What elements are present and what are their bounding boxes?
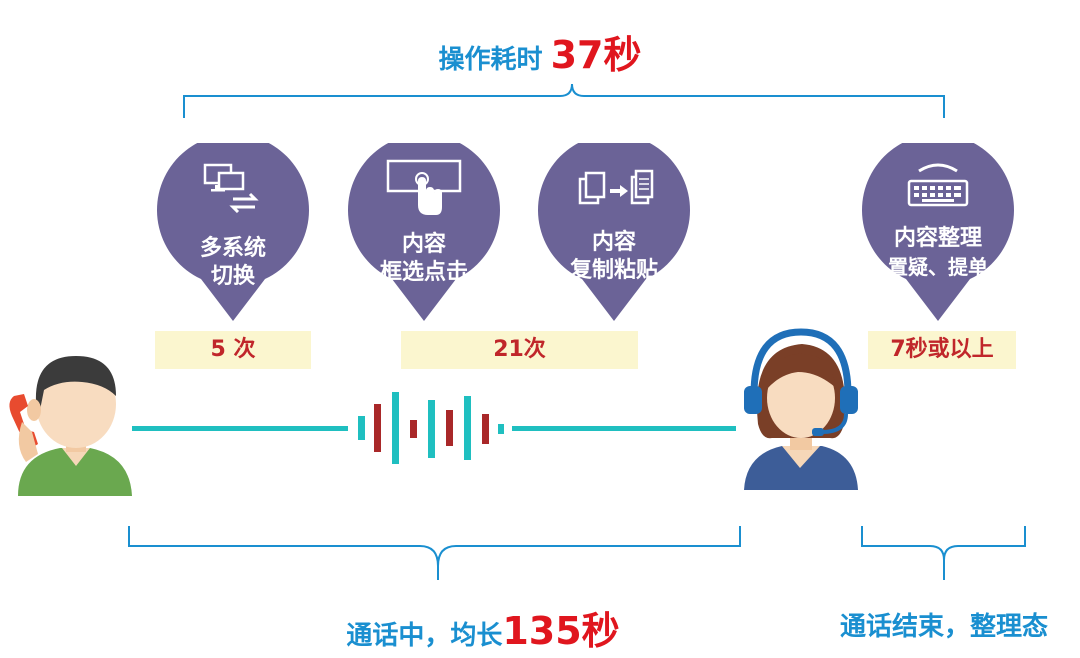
- step-copy-paste-line2: 复制粘贴: [569, 258, 658, 283]
- operation-time-value: 37秒: [550, 33, 642, 77]
- step-organize-line1: 内容整理: [893, 226, 982, 251]
- count-box-organize: 7秒或以上: [868, 331, 1016, 369]
- copy-document-icon: [578, 169, 654, 205]
- customer-on-phone-avatar: [9, 356, 132, 496]
- bottom-left-bracket: [128, 526, 741, 580]
- monitor-switch-icon: [203, 163, 259, 213]
- step-organize-line2: 置疑、提单: [888, 255, 988, 279]
- step-copy-paste-line1: 内容: [591, 230, 636, 255]
- step-multi-system-line1: 多系统: [199, 236, 266, 261]
- in-call-value: 135秒: [502, 609, 620, 653]
- count-box-select-click: 21次: [401, 331, 638, 369]
- bottom-right-bracket: [861, 526, 1026, 580]
- sound-wave: [358, 392, 504, 464]
- in-call-duration: 通话中，均长135秒: [328, 600, 638, 655]
- in-call-label: 通话中，均长: [346, 621, 503, 651]
- call-line-left: [132, 426, 348, 431]
- count-box-multi-system: 5 次: [155, 331, 311, 369]
- agent-with-headset-avatar: [744, 328, 858, 490]
- step-copy-paste: 内容 复制粘贴: [538, 143, 690, 323]
- top-bracket: [183, 83, 945, 118]
- step-multi-system: 多系统 切换: [157, 143, 309, 323]
- operation-time-label: 操作耗时: [438, 45, 543, 75]
- touch-screen-icon: [386, 159, 462, 215]
- after-call-state: 通话结束，整理态: [839, 612, 1048, 642]
- step-select-click-line2: 框选点击: [379, 260, 468, 285]
- step-organize: 内容整理 置疑、提单: [862, 143, 1014, 323]
- step-multi-system-line2: 切换: [210, 264, 255, 289]
- call-line-right: [512, 426, 736, 431]
- keyboard-icon: [907, 163, 969, 207]
- step-select-click: 内容 框选点击: [348, 143, 500, 323]
- step-select-click-line1: 内容: [401, 232, 446, 257]
